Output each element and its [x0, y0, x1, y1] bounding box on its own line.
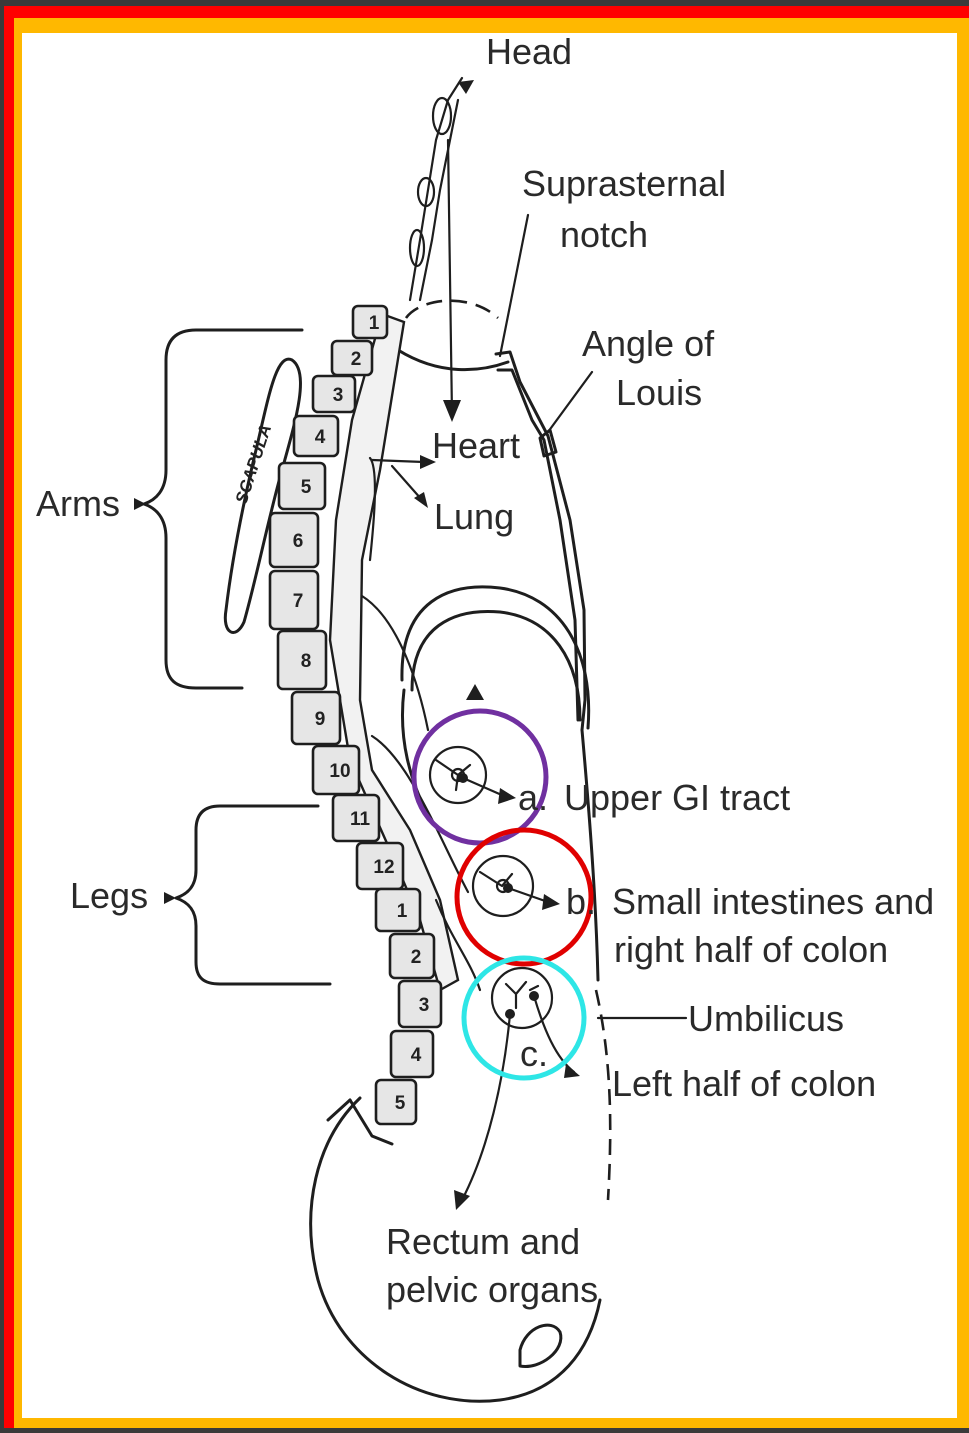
lung-label: Lung	[434, 496, 514, 537]
thoracic-vertebra-label-9: 9	[315, 709, 326, 730]
b-marker: b.	[566, 881, 596, 922]
thoracic-vertebra-label-4: 4	[315, 427, 326, 448]
legs-label: Legs	[70, 875, 148, 916]
lumbar-vertebra-label-4: 4	[411, 1045, 422, 1066]
lumbar-vertebra-label-5: 5	[395, 1093, 406, 1114]
c-marker: c.	[520, 1033, 548, 1074]
heart-label: Heart	[432, 425, 520, 466]
lumbar-vertebra-label-2: 2	[411, 947, 422, 968]
left-colon-label: Left half of colon	[612, 1063, 876, 1104]
white-panel	[22, 33, 957, 1418]
lumbar-vertebra-label-3: 3	[419, 995, 430, 1016]
thoracic-vertebra-label-6: 6	[293, 531, 304, 552]
lumbar-vertebra-label-1: 1	[397, 901, 408, 922]
head-label: Head	[486, 31, 572, 72]
rectum-label-line1: Rectum and	[386, 1221, 580, 1262]
small-intestine-label-line2: right half of colon	[614, 929, 888, 970]
suprasternal-label-line1: Suprasternal	[522, 163, 726, 204]
thoracic-vertebra-label-10: 10	[329, 761, 350, 782]
thoracic-vertebra-label-5: 5	[301, 477, 312, 498]
suprasternal-label-line2: notch	[560, 214, 648, 255]
angle-label-line1: Angle of	[582, 323, 715, 364]
thoracic-vertebra-label-11: 11	[350, 809, 371, 830]
thoracic-vertebra-label-3: 3	[333, 385, 344, 406]
thoracic-vertebra-label-8: 8	[301, 651, 312, 672]
thoracic-vertebra-label-1: 1	[369, 313, 380, 334]
thoracic-vertebra-label-7: 7	[293, 591, 304, 612]
umbilicus-label: Umbilicus	[688, 998, 844, 1039]
upper-gi-label: Upper GI tract	[564, 777, 790, 818]
rectum-label-line2: pelvic organs	[386, 1269, 598, 1310]
a-marker: a.	[518, 777, 548, 818]
arms-label: Arms	[36, 483, 120, 524]
angle-label-line2: Louis	[616, 372, 702, 413]
small-intestine-label-line1: Small intestines and	[612, 881, 934, 922]
thoracic-vertebra-label-12: 12	[373, 857, 394, 878]
thoracic-vertebra-label-2: 2	[351, 349, 362, 370]
